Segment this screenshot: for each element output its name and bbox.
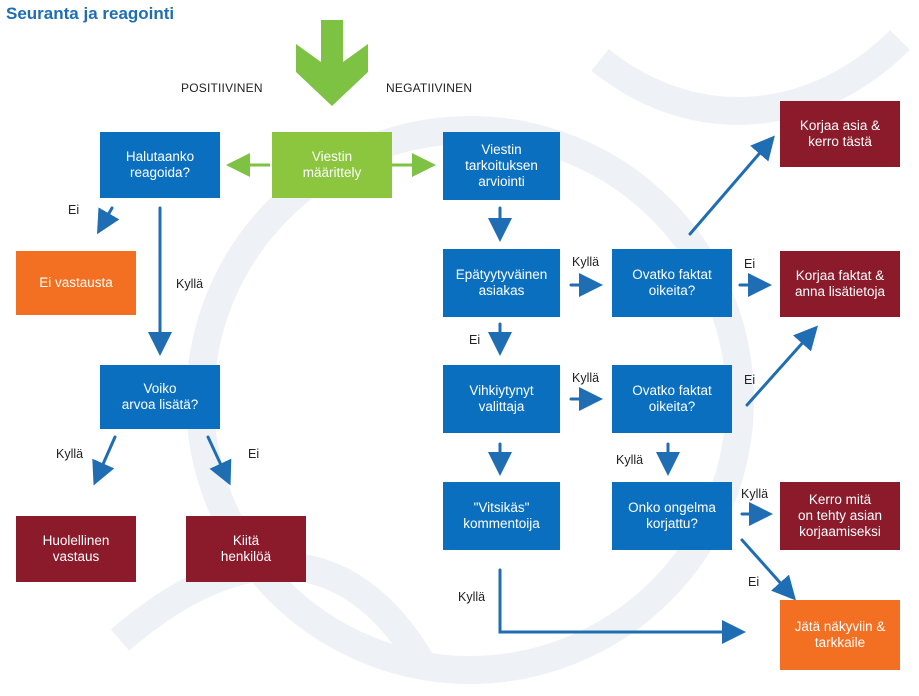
label-kylla: Kyllä — [572, 371, 600, 385]
box-careful-answer: Huolellinen vastaus — [16, 516, 136, 582]
arrow-value-no — [206, 435, 232, 486]
label-ei: Ei — [469, 333, 481, 347]
box-message-definition: Viestin määrittely — [272, 132, 392, 198]
label-kylla: Kyllä — [616, 453, 644, 467]
arrow-joker-yes — [498, 568, 746, 644]
box-tell-what-done: Kerro mitä on tehty asian korjaamiseksi — [780, 482, 900, 550]
box-fix-and-tell: Korjaa asia & kerro tästä — [780, 101, 900, 167]
label-ei: Ei — [248, 447, 260, 461]
box-want-react: Halutaanko reagoida? — [100, 132, 220, 198]
direction-positive: POSITIIVINEN — [181, 81, 263, 95]
box-add-value: Voiko arvoa lisätä? — [100, 365, 220, 429]
box-facts-correct-2: Ovatko faktat oikeita? — [612, 365, 732, 433]
box-purpose-evaluation: Viestin tarkoituksen arviointi — [443, 132, 560, 200]
box-facts-correct-1: Ovatko faktat oikeita? — [612, 249, 732, 317]
label-ei: Ei — [744, 373, 756, 387]
arrow-react-no — [97, 206, 120, 235]
label-ei: Ei — [744, 257, 756, 271]
arrow-fixed-no — [740, 538, 796, 601]
box-unhappy-customer: Epätyytyväinen asiakas — [443, 249, 560, 317]
label-kylla: Kyllä — [741, 487, 769, 501]
label-kylla: Kyllä — [56, 447, 84, 461]
direction-negative: NEGATIIVINEN — [386, 81, 473, 95]
label-kylla: Kyllä — [458, 590, 486, 604]
label-ei: Ei — [68, 203, 80, 217]
box-angry-complainer: Vihkiytynyt valittaja — [443, 365, 560, 433]
box-problem-fixed: Onko ongelma korjattu? — [612, 482, 732, 550]
box-fix-facts: Korjaa faktat & anna lisätietoja — [780, 251, 900, 317]
arrow-facts-yes-up — [688, 135, 775, 236]
label-kylla: Kyllä — [176, 277, 204, 291]
arrow-facts2-no — [745, 325, 818, 407]
box-leave-and-monitor: Jätä näkyviin & tarkkaile — [780, 600, 900, 670]
page-title: Seuranta ja reagointi — [6, 4, 175, 23]
box-joker-commenter: "Vitsikäs" kommentoija — [443, 482, 560, 550]
label-ei: Ei — [748, 575, 760, 589]
arrow-value-yes — [92, 435, 117, 486]
label-kylla: Kyllä — [572, 255, 600, 269]
box-no-answer: Ei vastausta — [16, 251, 136, 315]
down-arrow-icon — [296, 20, 368, 106]
box-thank-person: Kiitä henkilöä — [186, 516, 306, 582]
